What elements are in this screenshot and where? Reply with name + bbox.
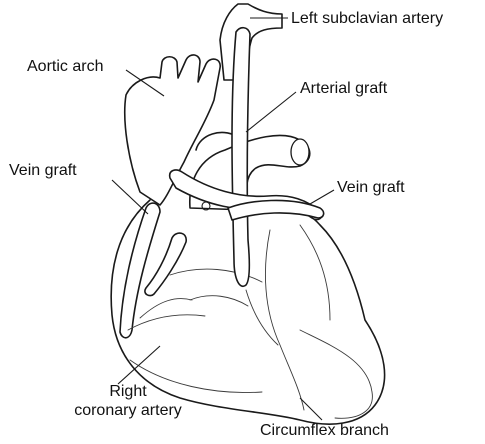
circumflex-vessel-2: [300, 225, 330, 320]
left-subclavian-artery-vessel: [220, 4, 282, 80]
leader-right-coronary: [118, 346, 160, 384]
pulmonary-opening: [291, 139, 309, 165]
label-right-coronary-artery: Right coronary artery: [66, 382, 190, 420]
circumflex-vessel: [265, 230, 304, 410]
label-right-coronary-line1: Right: [66, 382, 190, 401]
heart-surface-line-3: [190, 296, 248, 306]
leader-circumflex: [300, 398, 322, 420]
leader-vein-graft-right: [310, 190, 334, 204]
label-circumflex-branch: Circumflex branch: [260, 421, 389, 440]
label-left-subclavian-artery: Left subclavian artery: [291, 9, 443, 28]
arterial-graft-vessel: [232, 28, 250, 287]
right-coronary-branch: [128, 315, 205, 330]
circumflex-vessel-3: [246, 290, 278, 345]
label-arterial-graft: Arterial graft: [300, 79, 387, 98]
label-vein-graft-left: Vein graft: [9, 161, 77, 180]
label-right-coronary-line2: coronary artery: [66, 401, 190, 420]
heart-apex-contour: [300, 330, 372, 418]
label-vein-graft-right: Vein graft: [337, 178, 405, 197]
leader-arterial-graft: [246, 92, 296, 132]
label-aortic-arch: Aortic arch: [27, 57, 103, 76]
